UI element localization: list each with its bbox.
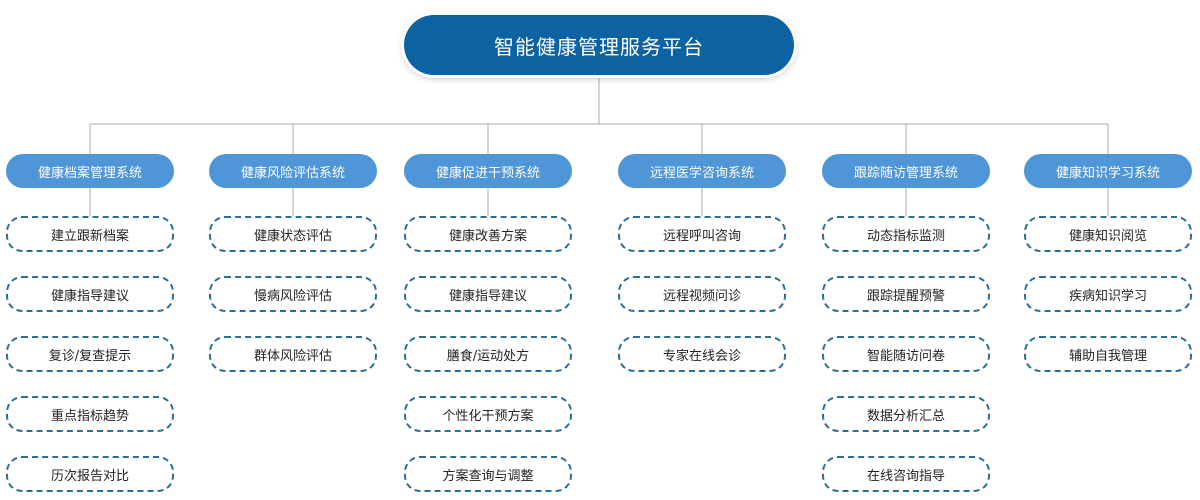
function-item: 健康状态评估: [209, 216, 377, 252]
category-node: 健康风险评估系统: [209, 154, 377, 188]
function-item: 健康知识阅览: [1024, 216, 1192, 252]
function-item: 历次报告对比: [6, 456, 174, 492]
platform-title: 智能健康管理服务平台: [404, 15, 794, 75]
function-item: 远程视频问诊: [618, 276, 786, 312]
function-item: 在线咨询指导: [822, 456, 990, 492]
category-column: 跟踪随访管理系统动态指标监测跟踪提醒预警智能随访问卷数据分析汇总在线咨询指导: [822, 0, 990, 500]
category-node: 跟踪随访管理系统: [822, 154, 990, 188]
function-item: 个性化干预方案: [404, 396, 572, 432]
function-item: 远程呼叫咨询: [618, 216, 786, 252]
function-item: 复诊/复查提示: [6, 336, 174, 372]
function-item: 动态指标监测: [822, 216, 990, 252]
category-column: 健康风险评估系统健康状态评估慢病风险评估群体风险评估: [209, 0, 377, 500]
function-item: 膳食/运动处方: [404, 336, 572, 372]
function-item: 健康改善方案: [404, 216, 572, 252]
function-item: 辅助自我管理: [1024, 336, 1192, 372]
function-item: 专家在线会诊: [618, 336, 786, 372]
function-item: 跟踪提醒预警: [822, 276, 990, 312]
category-node: 远程医学咨询系统: [618, 154, 786, 188]
category-column: 健康知识学习系统健康知识阅览疾病知识学习辅助自我管理: [1024, 0, 1192, 500]
function-item: 慢病风险评估: [209, 276, 377, 312]
function-item: 重点指标趋势: [6, 396, 174, 432]
category-column: 远程医学咨询系统远程呼叫咨询远程视频问诊专家在线会诊: [618, 0, 786, 500]
category-node: 健康档案管理系统: [6, 154, 174, 188]
category-column: 健康促进干预系统健康改善方案健康指导建议膳食/运动处方个性化干预方案方案查询与调…: [404, 0, 572, 500]
function-item: 群体风险评估: [209, 336, 377, 372]
function-item: 疾病知识学习: [1024, 276, 1192, 312]
function-item: 数据分析汇总: [822, 396, 990, 432]
function-item: 健康指导建议: [404, 276, 572, 312]
function-item: 智能随访问卷: [822, 336, 990, 372]
category-node: 健康促进干预系统: [404, 154, 572, 188]
function-item: 建立跟新档案: [6, 216, 174, 252]
category-node: 健康知识学习系统: [1024, 154, 1192, 188]
category-column: 健康档案管理系统建立跟新档案健康指导建议复诊/复查提示重点指标趋势历次报告对比: [6, 0, 174, 500]
function-item: 方案查询与调整: [404, 456, 572, 492]
function-item: 健康指导建议: [6, 276, 174, 312]
